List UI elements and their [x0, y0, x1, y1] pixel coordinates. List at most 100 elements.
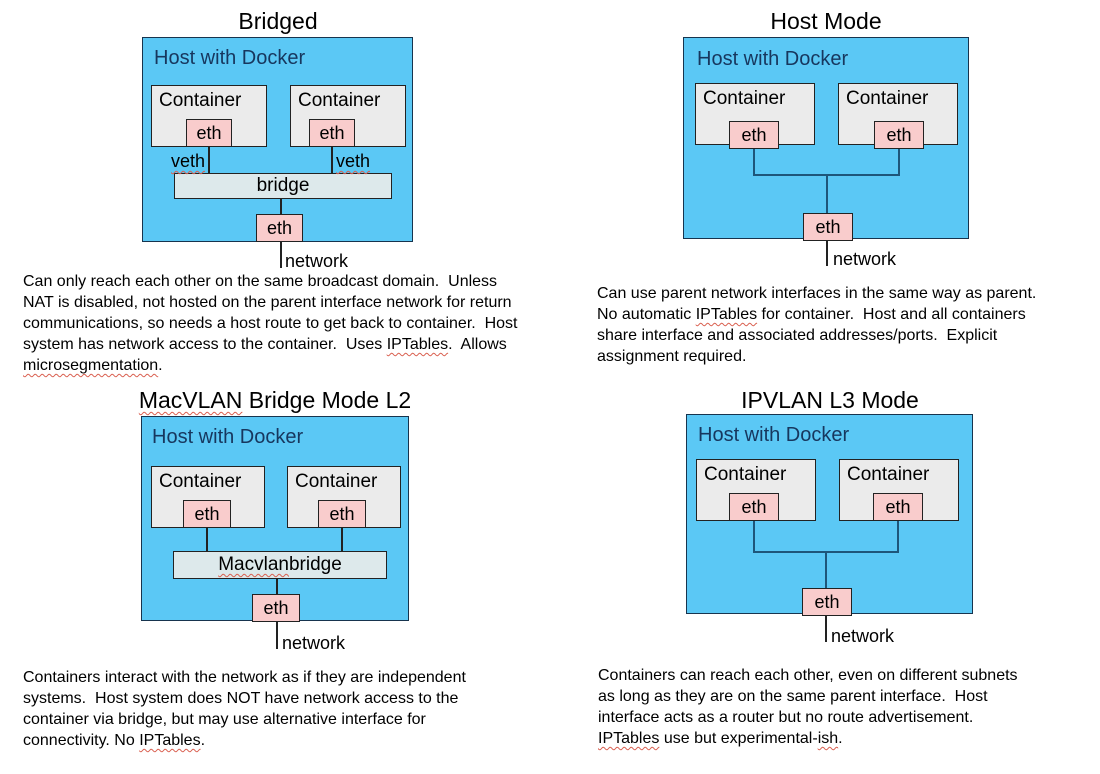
misspelled-word: MacVLAN	[138, 387, 243, 413]
description-line: IPTables use but experimental-ish.	[598, 728, 1100, 749]
text-segment: for container. Host and all containers	[757, 306, 1026, 323]
text-segment: . Allows	[448, 336, 507, 353]
diagram-title-macvlan: MacVLAN Bridge Mode L2	[125, 387, 425, 414]
description: Can use parent network interfaces in the…	[597, 283, 1100, 367]
description-line: as long as they are on the same parent i…	[598, 686, 1100, 707]
text-segment: Can only reach each other on the same br…	[23, 273, 498, 290]
description: Containers interact with the network as …	[23, 667, 583, 751]
description-line: system has network access to the contain…	[23, 334, 583, 355]
text-segment: IPVLAN L3 Mode	[741, 387, 919, 413]
text-segment: NAT is disabled, not hosted on the paren…	[23, 294, 512, 311]
container-box: Container	[839, 459, 959, 521]
host-eth-box: eth	[256, 214, 303, 242]
network-label: network	[833, 249, 897, 269]
eth-box: eth	[873, 493, 923, 521]
description-line: No automatic IPTables for container. Hos…	[597, 304, 1100, 325]
description-line: Can only reach each other on the same br…	[23, 271, 583, 292]
eth-box: eth	[729, 121, 779, 149]
text-segment: system has network access to the contain…	[23, 336, 387, 353]
connector-line	[208, 147, 210, 173]
eth-box: eth	[729, 493, 779, 521]
description-line: assignment required.	[597, 346, 1100, 367]
container-label: Container	[847, 464, 930, 485]
description-line: communications, so needs a host route to…	[23, 313, 583, 334]
description-line: interface acts as a router but no route …	[598, 707, 1100, 728]
text-segment: Host Mode	[770, 8, 882, 34]
container-label: Container	[704, 464, 787, 485]
connector-line	[753, 551, 899, 553]
host-eth-box: eth	[803, 213, 853, 241]
connector-line	[280, 199, 282, 214]
description-line: Can use parent network interfaces in the…	[597, 283, 1100, 304]
connector-line	[753, 174, 900, 176]
text-segment: as long as they are on the same parent i…	[598, 688, 988, 705]
container-label: Container	[159, 90, 242, 111]
diagram-title-host-mode: Host Mode	[676, 8, 976, 35]
connector-line	[276, 579, 278, 594]
misspelled-word: IPTables	[598, 730, 660, 747]
diagram-title-ipvlan: IPVLAN L3 Mode	[680, 387, 980, 414]
text-segment: No automatic	[597, 306, 696, 323]
text-segment: systems. Host system does NOT have netwo…	[23, 690, 459, 707]
text-segment: interface acts as a router but no route …	[598, 709, 974, 726]
description: Can only reach each other on the same br…	[23, 271, 583, 376]
description-line: container via bridge, but may use altern…	[23, 709, 583, 730]
container-label: Container	[159, 471, 242, 492]
eth-box: eth	[183, 500, 231, 528]
veth-label: veth	[171, 152, 205, 170]
eth-box: eth	[874, 121, 924, 149]
text-segment: bridge	[288, 554, 342, 575]
connector-line	[341, 528, 343, 551]
network-stub	[276, 622, 278, 649]
container-label: Container	[846, 88, 929, 109]
description-line: share interface and associated addresses…	[597, 325, 1100, 346]
description-line: systems. Host system does NOT have netwo…	[23, 688, 583, 709]
host-label: Host with Docker	[697, 48, 849, 70]
text-segment: .	[158, 357, 163, 374]
misspelled-word: veth	[171, 151, 206, 171]
description-line: NAT is disabled, not hosted on the paren…	[23, 292, 583, 313]
host-label: Host with Docker	[698, 424, 850, 446]
connector-line	[331, 147, 333, 173]
connector-line	[897, 521, 899, 553]
connector-line	[826, 176, 828, 213]
misspelled-word: microsegmentation	[23, 357, 159, 374]
misspelled-word: Macvlan	[218, 554, 289, 575]
misspelled-word: IPTables	[695, 306, 758, 323]
misspelled-word: IPTables	[386, 336, 449, 353]
network-label: network	[285, 251, 349, 271]
host-eth-box: eth	[252, 594, 300, 622]
text-segment: Bridged	[238, 8, 318, 34]
host-label: Host with Docker	[154, 47, 306, 69]
misspelled-word: ish	[817, 730, 839, 747]
text-segment: .	[838, 730, 843, 747]
text-segment: Containers interact with the network as …	[23, 669, 466, 686]
text-segment: communications, so needs a host route to…	[23, 315, 518, 332]
connector-line	[206, 528, 208, 551]
description-line: connectivity. No IPTables.	[23, 730, 583, 751]
description-line: Containers can reach each other, even on…	[598, 665, 1100, 686]
misspelled-word: IPTables	[139, 732, 201, 749]
text-segment: Containers can reach each other, even on…	[598, 667, 1018, 684]
description-line: microsegmentation.	[23, 355, 583, 376]
eth-box: eth	[186, 119, 232, 147]
macvlan-bridge-bar: Macvlan bridge	[173, 551, 387, 579]
bridge-bar: bridge	[174, 173, 392, 199]
text-segment: connectivity. No	[23, 732, 140, 749]
host-eth-box: eth	[802, 588, 852, 616]
connector-line	[753, 521, 755, 553]
text-segment: container via bridge, but may use altern…	[23, 711, 426, 728]
eth-box: eth	[318, 500, 366, 528]
connector-line	[898, 149, 900, 176]
network-stub	[826, 241, 828, 266]
text-segment: Bridge Mode L2	[242, 387, 412, 413]
eth-box: eth	[309, 119, 355, 147]
container-label: Container	[295, 471, 378, 492]
text-segment: bridge	[256, 175, 310, 196]
text-segment: use but experimental-	[659, 730, 818, 747]
text-segment: share interface and associated addresses…	[597, 327, 998, 344]
text-segment: .	[200, 732, 206, 749]
text-segment: Can use parent network interfaces in the…	[597, 285, 1037, 302]
container-label: Container	[703, 88, 786, 109]
